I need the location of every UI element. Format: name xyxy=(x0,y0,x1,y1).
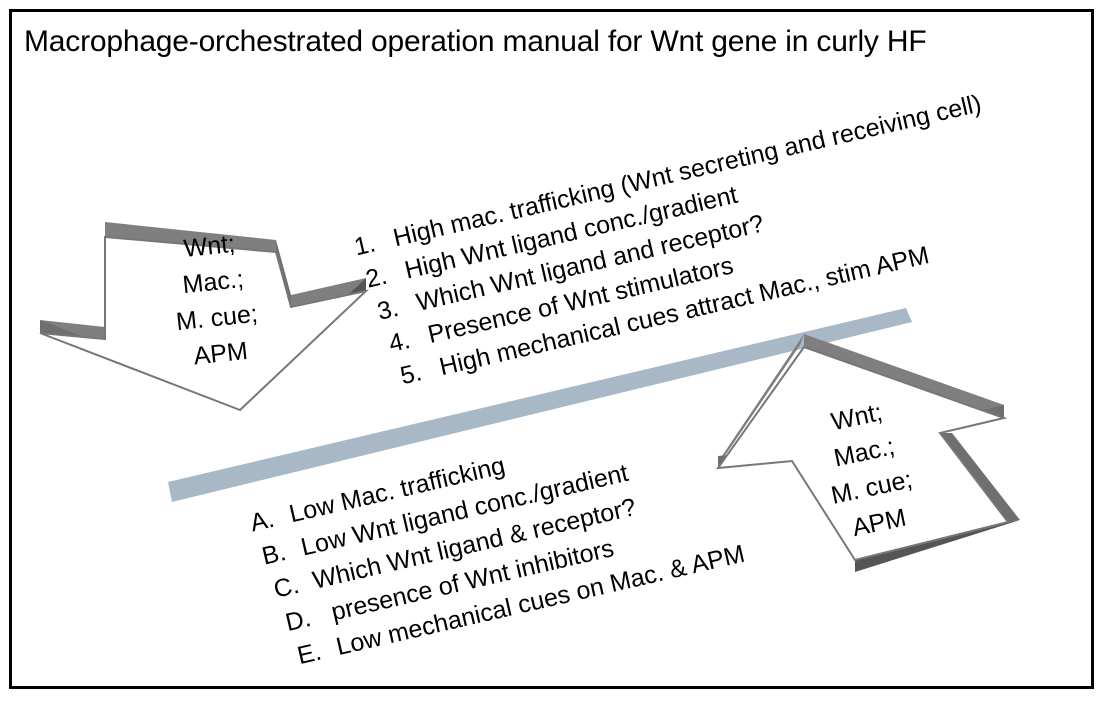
down-arrow-face xyxy=(39,235,370,412)
down-arrow xyxy=(39,222,370,412)
diagram-title: Macrophage-orchestrated operation manual… xyxy=(24,25,927,58)
down-arrow-side-top xyxy=(105,222,276,252)
down-arrow-label: Wnt; Mac.; M. cue; APM xyxy=(143,222,287,379)
divider-bar xyxy=(168,308,912,502)
up-arrow xyxy=(715,334,1020,572)
up-arrow-side-bottom xyxy=(855,520,1020,572)
up-arrow-side-right-stem xyxy=(940,433,1020,522)
up-arrow-face xyxy=(715,345,1010,562)
down-arrow-side-shoulder-right xyxy=(291,278,366,307)
up-arrow-side-top-right xyxy=(804,334,1004,418)
up-arrow-side-top-left xyxy=(718,334,804,466)
